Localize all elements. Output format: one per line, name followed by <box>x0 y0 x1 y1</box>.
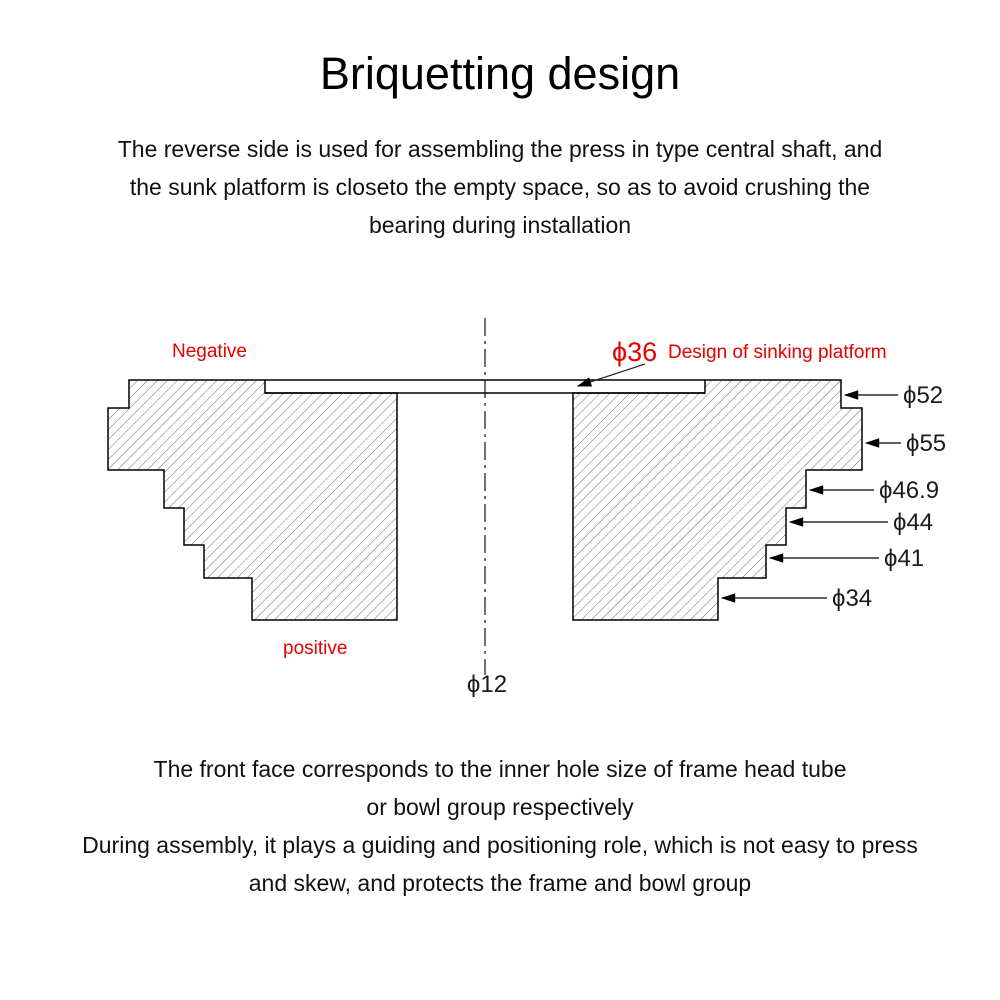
intro-paragraph: The reverse side is used for assembling … <box>0 130 1000 244</box>
dim-label-34: ϕ34 <box>832 585 872 612</box>
right-section-hatch <box>572 379 863 621</box>
center-dim-label: ϕ12 <box>467 671 507 698</box>
outro-paragraph: The front face corresponds to the inner … <box>0 750 1000 902</box>
positive-label: positive <box>283 638 347 659</box>
intro-line-3: bearing during installation <box>368 212 632 238</box>
left-section-hatch <box>107 379 398 621</box>
cross-section-diagram: Negative positive ϕ36 Design of sinking … <box>107 318 946 698</box>
dim-label-41: ϕ41 <box>884 545 924 572</box>
platform-note-label: Design of sinking platform <box>668 342 887 363</box>
outro-line-2: or bowl group respectively <box>366 794 634 820</box>
outro-line-4: and skew, and protects the frame and bow… <box>248 870 752 896</box>
dim-label-52: ϕ52 <box>903 382 943 409</box>
platform-leader-arrow <box>576 363 646 387</box>
negative-label: Negative <box>172 341 247 362</box>
platform-dim-label: ϕ36 <box>612 337 657 367</box>
page-title: Briquetting design <box>319 48 681 99</box>
dim-label-55: ϕ55 <box>906 430 946 457</box>
intro-line-2: the sunk platform is closeto the empty s… <box>129 174 871 200</box>
dim-label-46_9: ϕ46.9 <box>879 477 939 504</box>
dim-label-44: ϕ44 <box>893 509 933 536</box>
outro-line-3: During assembly, it plays a guiding and … <box>82 832 918 858</box>
outro-line-1: The front face corresponds to the inner … <box>153 756 847 782</box>
intro-line-1: The reverse side is used for assembling … <box>117 136 883 162</box>
